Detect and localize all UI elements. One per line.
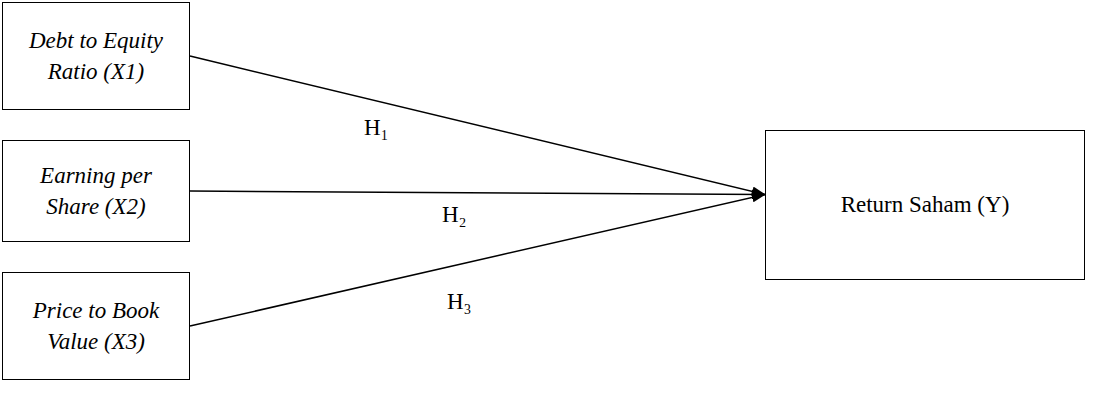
node-text: Debt to Equity Ratio (X1) <box>15 25 177 87</box>
hypothesis-arrow <box>190 191 765 195</box>
hypothesis-label: H₁ <box>362 114 391 142</box>
node-text: Return Saham (Y) <box>841 189 1010 220</box>
node-text: Price to Book Value (X3) <box>15 295 177 357</box>
hypothesis-arrow <box>190 195 765 327</box>
hypothesis-label: H₂ <box>440 201 469 229</box>
node-text: Earning per Share (X2) <box>15 160 177 222</box>
independent-variable-box: Debt to Equity Ratio (X1) <box>2 2 190 110</box>
dependent-variable-box: Return Saham (Y) <box>765 130 1085 280</box>
independent-variable-box: Price to Book Value (X3) <box>2 272 190 380</box>
hypothesis-label: H₃ <box>445 288 474 316</box>
hypothesis-arrow <box>190 56 765 195</box>
independent-variable-box: Earning per Share (X2) <box>2 140 190 242</box>
